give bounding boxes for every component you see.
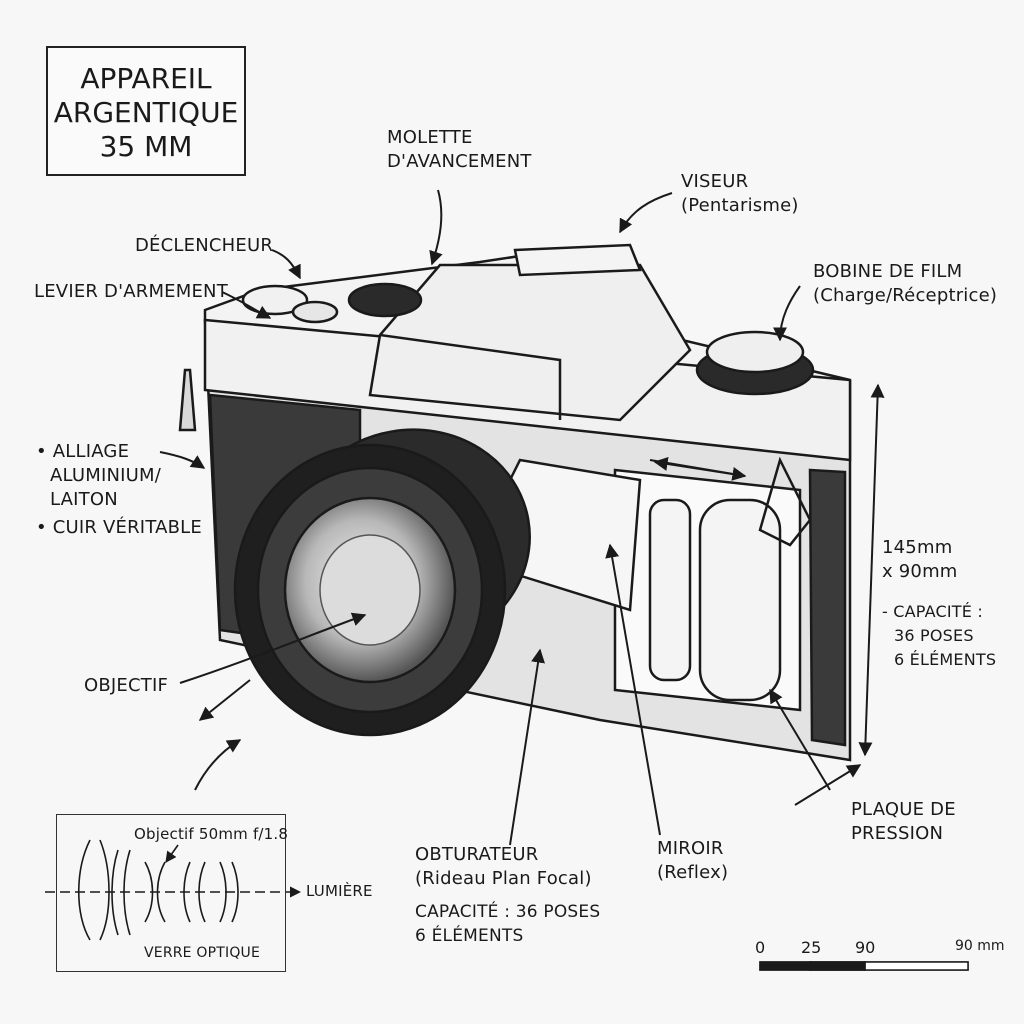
- scale-tick-90: 90: [855, 938, 876, 957]
- inset-lens-spec: Objectif 50mm f/1.8: [134, 825, 289, 843]
- title-line-1: APPAREIL: [80, 62, 212, 95]
- label-materials: • ALLIAGE ALUMINIUM/ LAITON • CUIR VÉRIT…: [36, 441, 202, 538]
- title-line-2: ARGENTIQUE: [53, 96, 239, 129]
- lens-inset-box: [56, 814, 286, 972]
- inset-lens-elements: [45, 839, 302, 941]
- lens-barrel: [233, 428, 531, 737]
- label-film-spool: BOBINE DE FILM (Charge/Réceptrice): [813, 261, 998, 306]
- label-cocking-lever: LEVIER D'ARMEMENT: [34, 281, 228, 302]
- label-pressure-plate: PLAQUE DE PRESSION: [851, 799, 956, 844]
- scale-tick-90mm: 90 mm: [955, 938, 1005, 954]
- label-shutter: OBTURATEUR (Rideau Plan Focal): [415, 844, 592, 889]
- title-line-3: 35 MM: [99, 130, 193, 163]
- label-dimensions: 145mm x 90mm: [882, 537, 958, 582]
- label-capacity-right: - CAPACITÉ : 36 POSES 6 ÉLÉMENTS: [882, 602, 997, 669]
- scale-tick-0: 0: [755, 938, 766, 957]
- label-capacity-bottom: CAPACITÉ : 36 POSES 6 ÉLÉMENTS: [415, 902, 601, 946]
- scale-bar: [759, 961, 969, 971]
- label-lens: OBJECTIF: [84, 675, 169, 696]
- label-mirror: MIROIR (Reflex): [657, 838, 729, 883]
- inset-glass-label: VERRE OPTIQUE: [144, 945, 261, 961]
- label-viewfinder: VISEUR (Pentarisme): [681, 171, 799, 216]
- label-advance-knob: MOLETTE D'AVANCEMENT: [387, 127, 532, 172]
- callout-arrows: [159, 189, 862, 846]
- height-dimension: [858, 383, 885, 757]
- inset-light-label: LUMIÈRE: [306, 882, 373, 900]
- scale-tick-25: 25: [801, 938, 822, 957]
- label-shutter-release: DÉCLENCHEUR: [135, 235, 274, 256]
- title-box: APPAREIL ARGENTIQUE 35 MM: [46, 46, 246, 176]
